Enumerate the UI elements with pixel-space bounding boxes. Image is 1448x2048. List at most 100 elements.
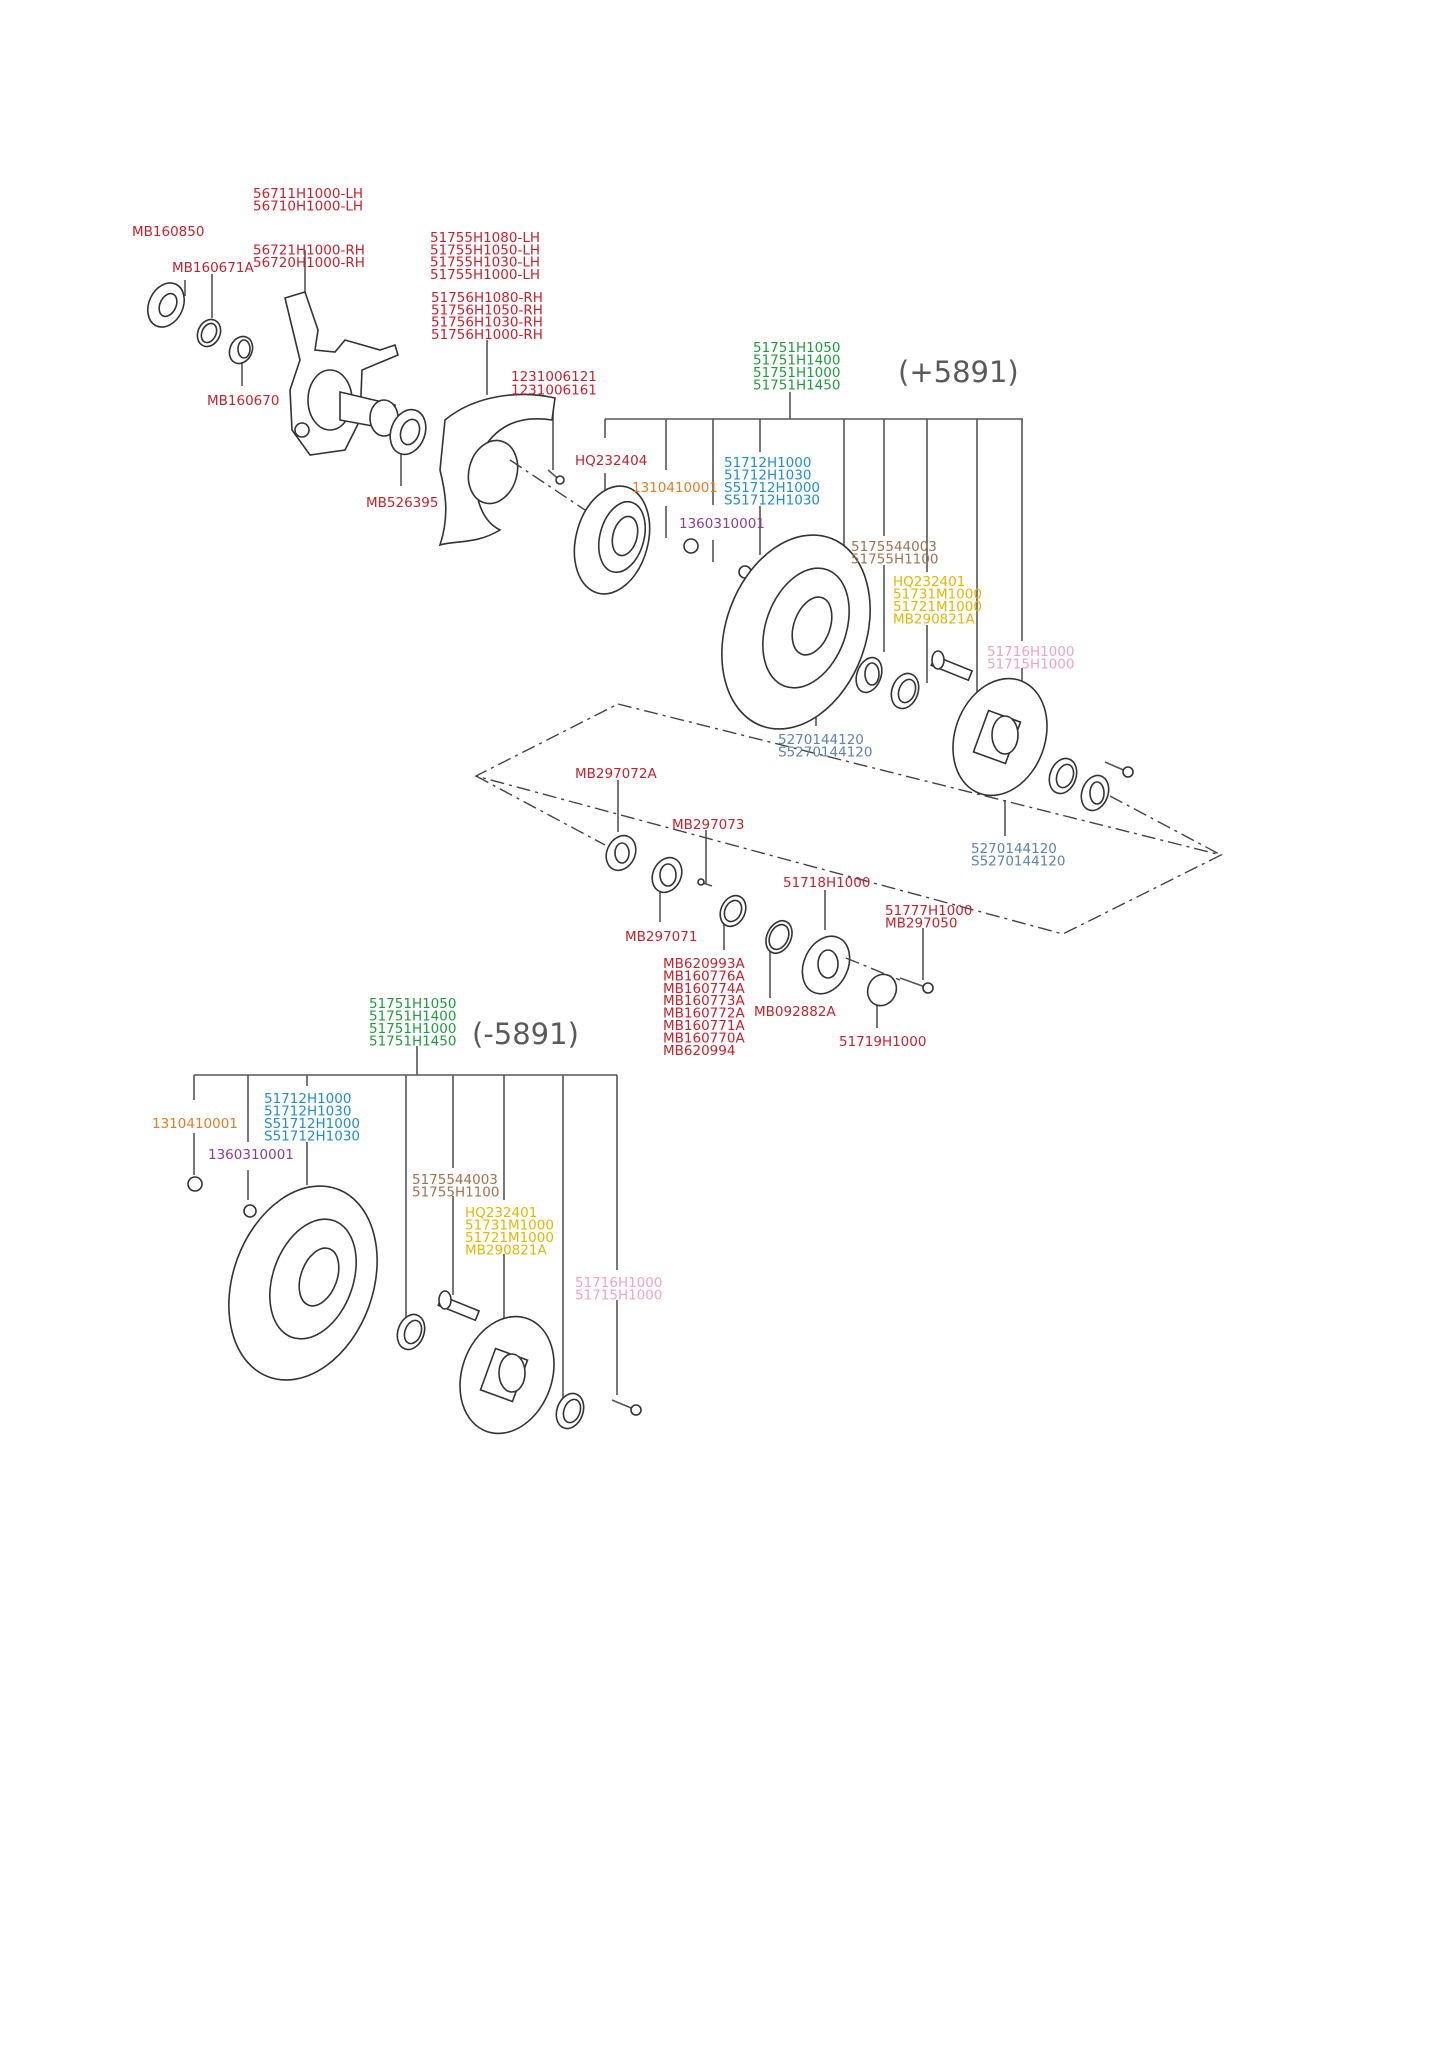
part-number[interactable]: MB160776A [663,968,745,984]
part-number[interactable]: 51755H1030-LH [430,255,540,271]
part-number[interactable]: MB297072A [575,766,657,782]
label-washer-bot: 1360310001 [208,1147,294,1163]
part-number[interactable]: S51712H1000 [264,1116,360,1132]
part-number[interactable]: S51712H1030 [724,493,820,509]
part-number[interactable]: 51712H1030 [724,468,811,484]
part-number[interactable]: MB620994 [663,1043,735,1059]
part-number[interactable]: 56711H1000-LH [253,186,363,202]
hub-cap-drawing [866,973,898,1007]
hub-bolt-drawing [1104,761,1134,778]
part-number[interactable]: MB297073 [672,817,744,833]
part-number[interactable]: 51716H1000 [987,644,1074,660]
part-number[interactable]: 51751H1450 [753,378,840,394]
part-number[interactable]: 1360310001 [208,1147,294,1163]
part-number[interactable]: MB160772A [663,1006,745,1022]
part-number[interactable]: 51716H1000 [575,1275,662,1291]
label-spacers: MB620993AMB160776AMB160774AMB160773AMB16… [663,956,745,1059]
part-number[interactable]: 51751H1450 [369,1034,456,1050]
part-number[interactable]: 5270144120 [971,841,1057,857]
part-number[interactable]: 1310410001 [632,480,718,496]
part-number[interactable]: 51756H1050-RH [431,302,543,318]
part-number[interactable]: 51756H1000-RH [431,327,543,343]
part-number[interactable]: 51756H1080-RH [431,290,543,306]
washer-drawing-lower [243,1204,257,1218]
needle-bearing-drawing [228,335,254,365]
outer-bearing-drawing [855,656,883,694]
flange-bolt-drawing [899,977,934,994]
part-number[interactable]: HQ232404 [575,453,647,469]
part-number[interactable]: MB160773A [663,993,745,1009]
part-number[interactable]: 51721M1000 [465,1230,554,1246]
part-number[interactable]: 1310410001 [152,1116,238,1132]
part-number[interactable]: 51751H1400 [753,353,840,369]
part-number[interactable]: 51731M1000 [465,1218,554,1234]
part-number[interactable]: MB160774A [663,981,745,997]
part-number[interactable]: MB526395 [366,495,438,511]
part-number[interactable]: 51712H1000 [264,1091,351,1107]
wheel-hub-drawing [952,677,1048,797]
abs-tone-ring-drawing [573,485,651,595]
part-number[interactable]: HQ232401 [893,574,965,590]
part-number[interactable]: MB290821A [893,612,975,628]
part-number[interactable]: 51756H1030-RH [431,315,543,331]
part-number[interactable]: MB290821A [465,1243,547,1259]
part-number[interactable]: 5270144120 [778,732,864,748]
label-disc-bot: 51712H100051712H1030S51712H1000S51712H10… [264,1091,360,1145]
part-number[interactable]: 51715H1000 [987,657,1074,673]
part-number[interactable]: 51715H1000 [575,1288,662,1304]
part-number[interactable]: S51712H1000 [724,480,820,496]
part-number[interactable]: 51712H1030 [264,1104,351,1120]
part-number[interactable]: 51721M1000 [893,599,982,615]
label-shield-rh: 51756H1080-RH51756H1050-RH51756H1030-RH5… [431,290,543,343]
part-number[interactable]: 56710H1000-LH [253,199,363,215]
part-number[interactable]: 51751H1000 [369,1021,456,1037]
lock-washer-drawing [651,856,683,894]
part-number[interactable]: 51731M1000 [893,587,982,603]
part-number[interactable]: 51777H1000 [885,903,972,919]
label-mb526395: MB526395 [366,495,438,511]
part-number[interactable]: 56720H1000-RH [253,255,365,271]
part-number[interactable]: MB297050 [885,916,957,932]
part-number[interactable]: 1231006121 [511,369,597,385]
part-number[interactable]: 51712H1000 [724,455,811,471]
label-disc-top: 51712H100051712H1030S51712H1000S51712H10… [724,455,820,509]
part-number[interactable]: 51755H1080-LH [430,230,540,246]
label-nut-top: 1310410001 [632,480,718,496]
part-number[interactable]: MB620993A [663,956,745,972]
part-number[interactable]: 51755H1100 [412,1185,499,1201]
part-number[interactable]: 51755H1050-LH [430,242,540,258]
part-number[interactable]: MB160770A [663,1030,745,1046]
part-number[interactable]: MB092882A [754,1004,836,1020]
part-number[interactable]: 51755H1000-LH [430,267,540,283]
part-number[interactable]: HQ232401 [465,1205,537,1221]
part-number[interactable]: S5270144120 [971,854,1065,870]
label-mb297071: MB297071 [625,929,697,945]
part-number[interactable]: 5175544003 [412,1172,498,1188]
hub-seal-drawing [389,408,427,456]
part-number[interactable]: 51751H1000 [753,365,840,381]
part-number[interactable]: MB160850 [132,224,204,240]
part-number[interactable]: 51755H1100 [851,552,938,568]
part-number[interactable]: 51719H1000 [839,1034,926,1050]
part-number[interactable]: 51751H1050 [753,340,840,356]
part-number[interactable]: 1360310001 [679,516,765,532]
part-number[interactable]: MB160670 [207,393,279,409]
part-number[interactable]: 5175544003 [851,539,937,555]
part-number[interactable]: S51712H1030 [264,1129,360,1145]
part-number[interactable]: MB160671A [172,260,254,276]
inner-race-drawing-lower [555,1392,585,1430]
part-number[interactable]: S5270144120 [778,745,872,761]
part-number[interactable]: MB160771A [663,1018,745,1034]
nut-drawing [683,538,699,554]
part-number[interactable]: 1231006161 [511,383,597,399]
part-number[interactable]: 56721H1000-RH [253,242,365,258]
part-number[interactable]: MB297071 [625,929,697,945]
part-number[interactable]: 51751H1050 [369,996,456,1012]
part-number[interactable]: 51751H1400 [369,1009,456,1025]
part-number[interactable]: 51718H1000 [783,875,870,891]
